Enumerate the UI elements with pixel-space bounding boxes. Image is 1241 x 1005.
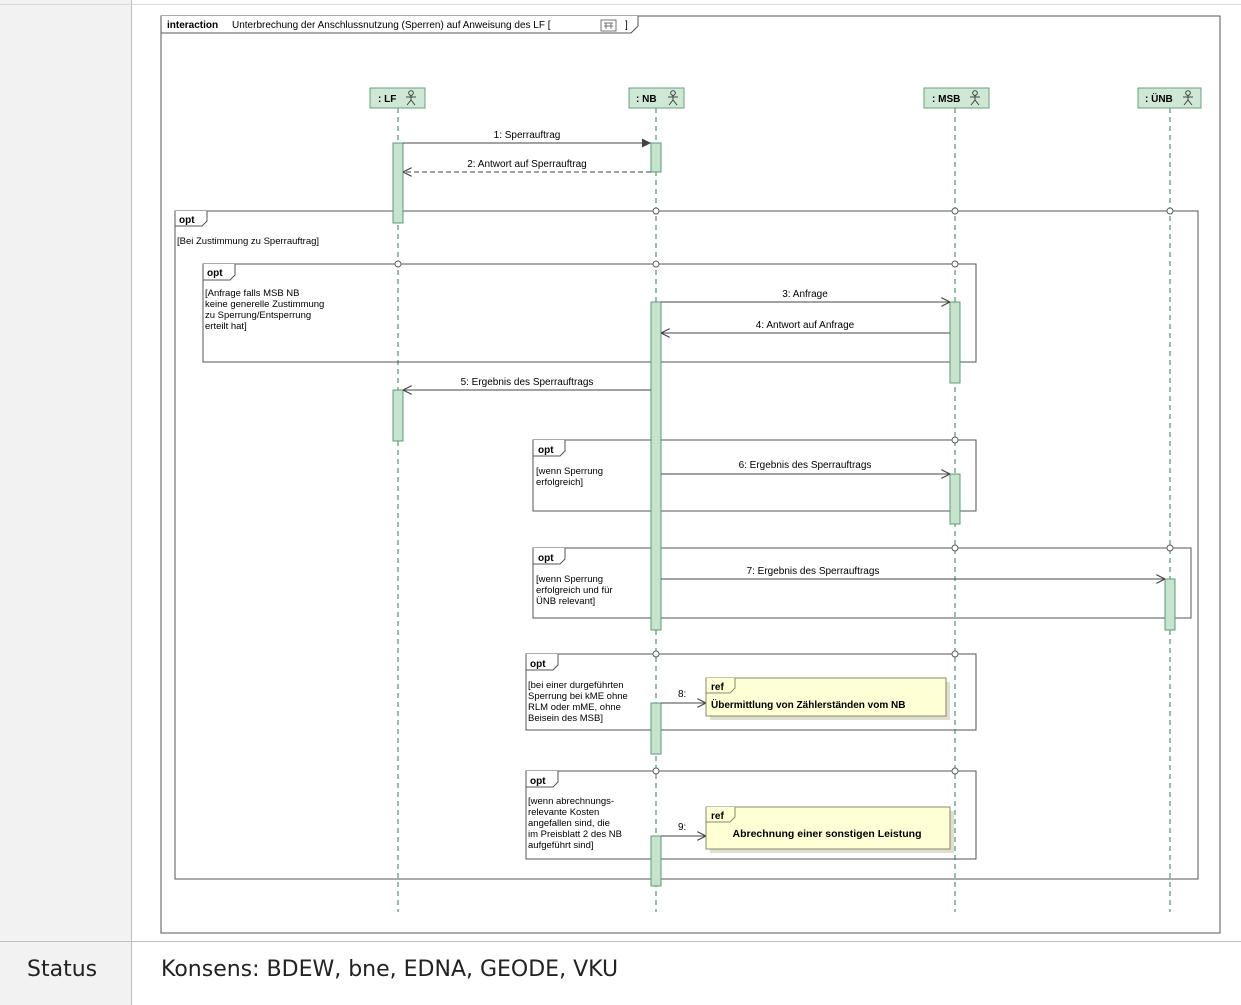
fragment-guard: [Anfrage falls MSB NB keine generelle Zu…: [205, 288, 327, 332]
actor-icon: [406, 90, 416, 106]
status-value: Konsens: BDEW, bne, EDNA, GEODE, VKU: [161, 957, 619, 982]
ref-box-abrechnung: ref Abrechnung einer sonstigen Leistung: [705, 806, 954, 853]
message-2: 2: Antwort auf Sperrauftrag: [403, 159, 651, 172]
fragment-operator: opt: [207, 268, 223, 279]
lifeline-unb-label: : ÜNB: [1145, 92, 1173, 105]
status-label: Status: [27, 957, 98, 982]
fragment-guard: [Bei Zustimmung zu Sperrauftrag]: [177, 236, 319, 247]
fragment-guard: [wenn Sperrung erfolgreich]: [536, 466, 606, 488]
message-label: 4: Antwort auf Anfrage: [756, 320, 855, 331]
message-label: 6: Ergebnis des Sperrauftrags: [739, 460, 872, 471]
message-9: 9:: [661, 822, 706, 836]
activation-lf-2: [392, 389, 404, 442]
fragment-outer: opt [Bei Zustimmung zu Sperrauftrag]: [174, 210, 1199, 880]
sequence-diagram: interaction Unterbrechung der Anschlussn…: [160, 15, 1221, 934]
frame-title: Unterbrechung der Anschlussnutzung (Sper…: [232, 20, 551, 31]
lifeline-unb: : ÜNB: [1137, 87, 1202, 109]
message-label: 8:: [678, 689, 686, 700]
message-label: 5: Ergebnis des Sperrauftrags: [461, 377, 594, 388]
lifeline-msb: : MSB: [923, 87, 990, 109]
message-1: 1: Sperrauftrag: [403, 130, 651, 148]
fragment-msb: opt [wenn Sperrung erfolgreich]: [532, 439, 977, 512]
actor-icon: [970, 90, 980, 106]
fragment-kosten: opt [wenn abrechnungs- relevante Kosten …: [525, 770, 977, 860]
ref-label: Übermittlung von Zählerständen vom NB: [711, 698, 905, 711]
frame-keyword: interaction: [167, 20, 218, 31]
fragment-operator: opt: [179, 215, 195, 226]
message-8: 8:: [661, 689, 706, 703]
activation-nb-1: [650, 142, 662, 173]
diagram-icon: [600, 19, 617, 32]
ref-box-zaehlerstaende: ref Übermittlung von Zählerständen vom N…: [705, 677, 950, 720]
activation-nb-2: [650, 301, 662, 631]
fragment-anfrage: opt [Anfrage falls MSB NB keine generell…: [202, 263, 977, 363]
lifeline-msb-label: : MSB: [932, 94, 960, 105]
message-label: 2: Antwort auf Sperrauftrag: [467, 159, 587, 170]
table-top-border: [0, 4, 1241, 5]
message-label: 1: Sperrauftrag: [494, 130, 561, 141]
fragment-operator: opt: [530, 776, 546, 787]
message-3: 3: Anfrage: [661, 289, 950, 302]
column-divider: [131, 0, 132, 1005]
message-label: 7: Ergebnis des Sperrauftrags: [747, 566, 880, 577]
activation-nb-4: [650, 835, 662, 887]
activation-nb-3: [650, 702, 662, 755]
message-label: 3: Anfrage: [782, 289, 828, 300]
activation-msb-1: [949, 301, 961, 384]
activation-unb-1: [1164, 578, 1176, 631]
message-7: 7: Ergebnis des Sperrauftrags: [661, 566, 1165, 579]
fragment-guard: [wenn Sperrung erfolgreich und für ÜNB r…: [536, 574, 615, 607]
fragment-operator: opt: [538, 553, 554, 564]
lifeline-lf: : LF: [369, 87, 426, 109]
activation-bars: [392, 142, 1176, 887]
message-label: 9:: [678, 822, 686, 833]
lifeline-nb-label: : NB: [636, 94, 657, 105]
fragment-kme: opt [bei einer durgeführten Sperrung bei…: [525, 653, 977, 731]
fragment-operator: opt: [530, 659, 546, 670]
table-label-column: [0, 0, 131, 1005]
activation-msb-2: [949, 473, 961, 525]
ref-keyword: ref: [711, 811, 724, 822]
lifeline-nb: : NB: [628, 87, 685, 109]
actor-icon: [1183, 90, 1193, 106]
row-divider: [0, 941, 1241, 942]
frame-title-tab: [160, 16, 639, 34]
message-6: 6: Ergebnis des Sperrauftrags: [661, 460, 950, 474]
fragment-guard: [bei einer durgeführten Sperrung bei kME…: [528, 680, 630, 724]
message-5: 5: Ergebnis des Sperrauftrags: [403, 377, 651, 390]
fragment-operator: opt: [538, 445, 554, 456]
activation-lf-1: [392, 142, 404, 224]
actor-icon: [668, 90, 678, 106]
fragment-guard: [wenn abrechnungs- relevante Kosten ange…: [528, 796, 625, 851]
fragment-unb: opt [wenn Sperrung erfolgreich und für Ü…: [532, 547, 1192, 619]
ref-label: Abrechnung einer sonstigen Leistung: [732, 828, 921, 840]
frame-title-end: ]: [625, 20, 628, 31]
ref-keyword: ref: [711, 682, 724, 693]
lifeline-lf-label: : LF: [378, 94, 396, 105]
message-4: 4: Antwort auf Anfrage: [661, 320, 950, 333]
